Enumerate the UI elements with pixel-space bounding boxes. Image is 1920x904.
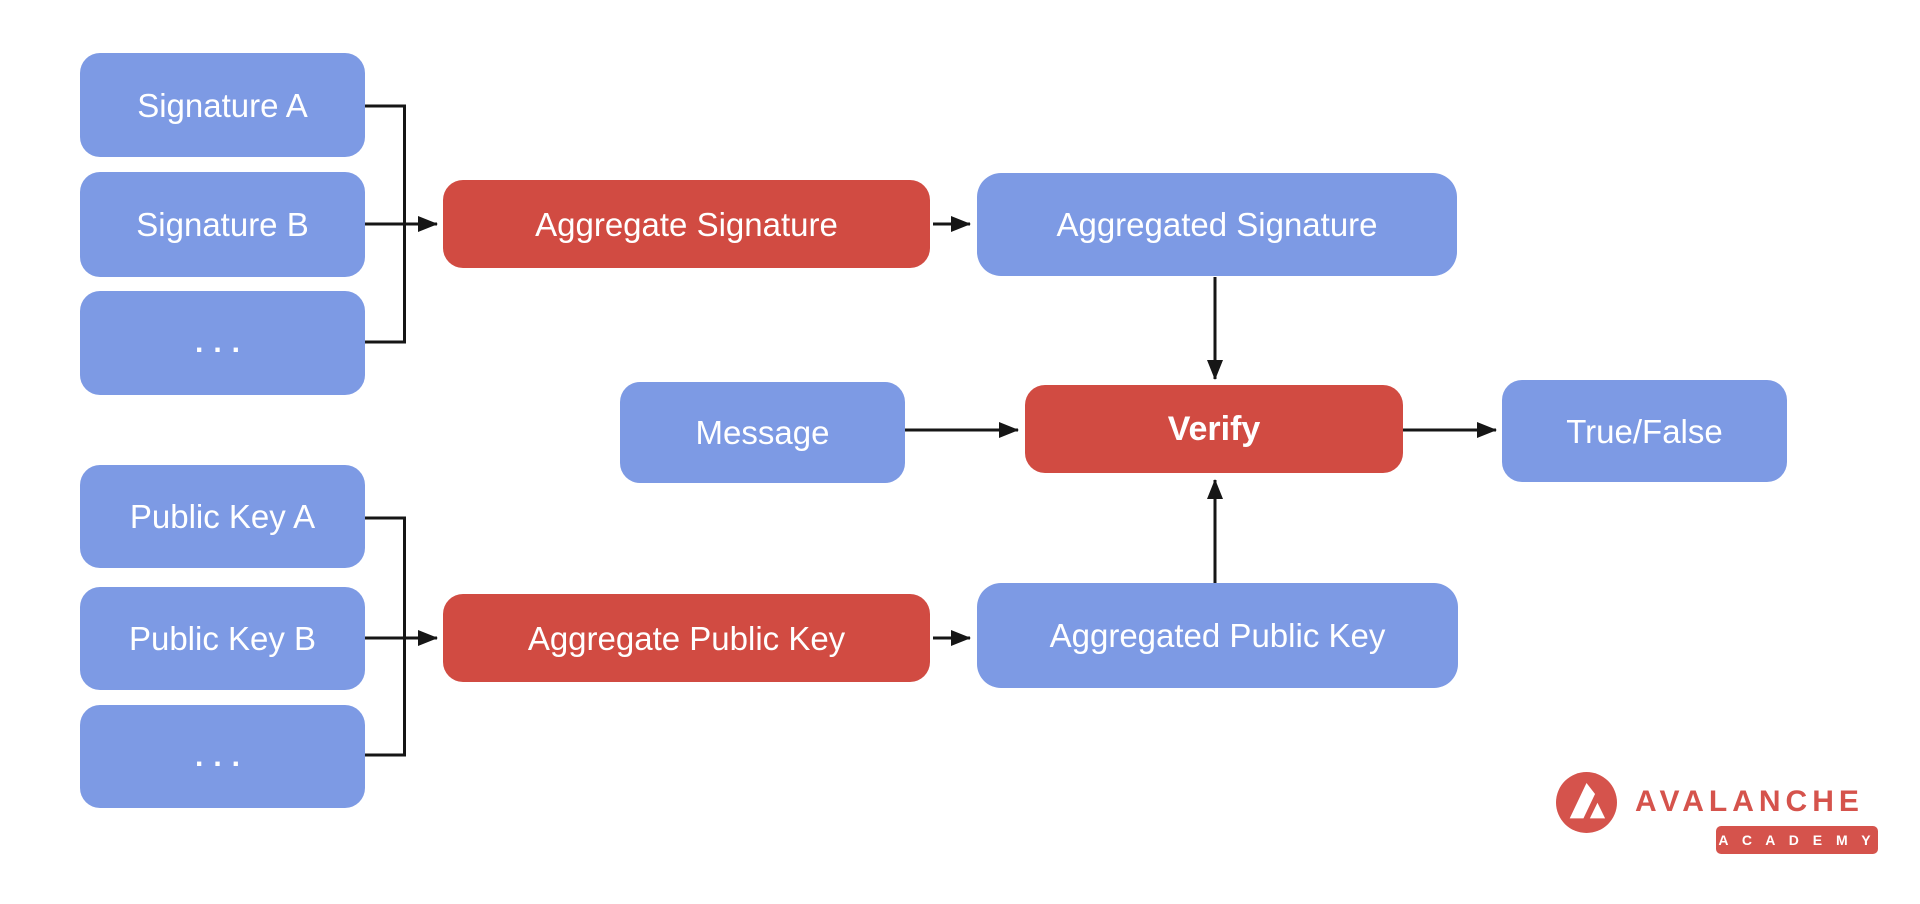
avalanche-logo-icon	[1556, 772, 1617, 833]
node-label: Message	[695, 414, 830, 451]
node-verify: Verify	[1025, 385, 1403, 473]
node-label: True/False	[1566, 412, 1723, 450]
node-signature-a: Signature A	[80, 53, 365, 157]
node-label: Verify	[1167, 410, 1261, 448]
node-label: Aggregate Public Key	[527, 619, 846, 657]
node-aggregated-public-key: Aggregated Public Key	[977, 583, 1458, 688]
node-label: Aggregated Signature	[1056, 206, 1378, 243]
node-aggregated-signature: Aggregated Signature	[977, 173, 1457, 276]
node-aggregate-signature: Aggregate Signature	[443, 180, 930, 268]
node-label: Public Key A	[129, 498, 316, 535]
node-publickeys-ellipsis: ...	[80, 705, 365, 808]
node-label: Signature A	[137, 86, 308, 124]
node-label: Aggregated Public Key	[1049, 617, 1386, 654]
node-public-key-a: Public Key A	[80, 465, 365, 568]
node-label: ...	[194, 739, 250, 773]
node-label: Public Key B	[128, 620, 317, 657]
logo-academy-badge: A C A D E M Y	[1716, 826, 1878, 854]
node-label: ...	[194, 326, 250, 359]
node-signature-b: Signature B	[80, 172, 365, 277]
avalanche-academy-logo: AVALANCHE A C A D E M Y	[1556, 770, 1886, 860]
node-true-false: True/False	[1502, 380, 1787, 482]
logo-brand-text: AVALANCHE	[1635, 785, 1864, 818]
node-aggregate-public-key: Aggregate Public Key	[443, 594, 930, 682]
node-message: Message	[620, 382, 905, 483]
logo-badge-text: A C A D E M Y	[1718, 832, 1876, 848]
node-public-key-b: Public Key B	[80, 587, 365, 690]
node-label: Aggregate Signature	[535, 205, 838, 243]
node-signatures-ellipsis: ...	[80, 291, 365, 395]
node-label: Signature B	[136, 206, 309, 243]
